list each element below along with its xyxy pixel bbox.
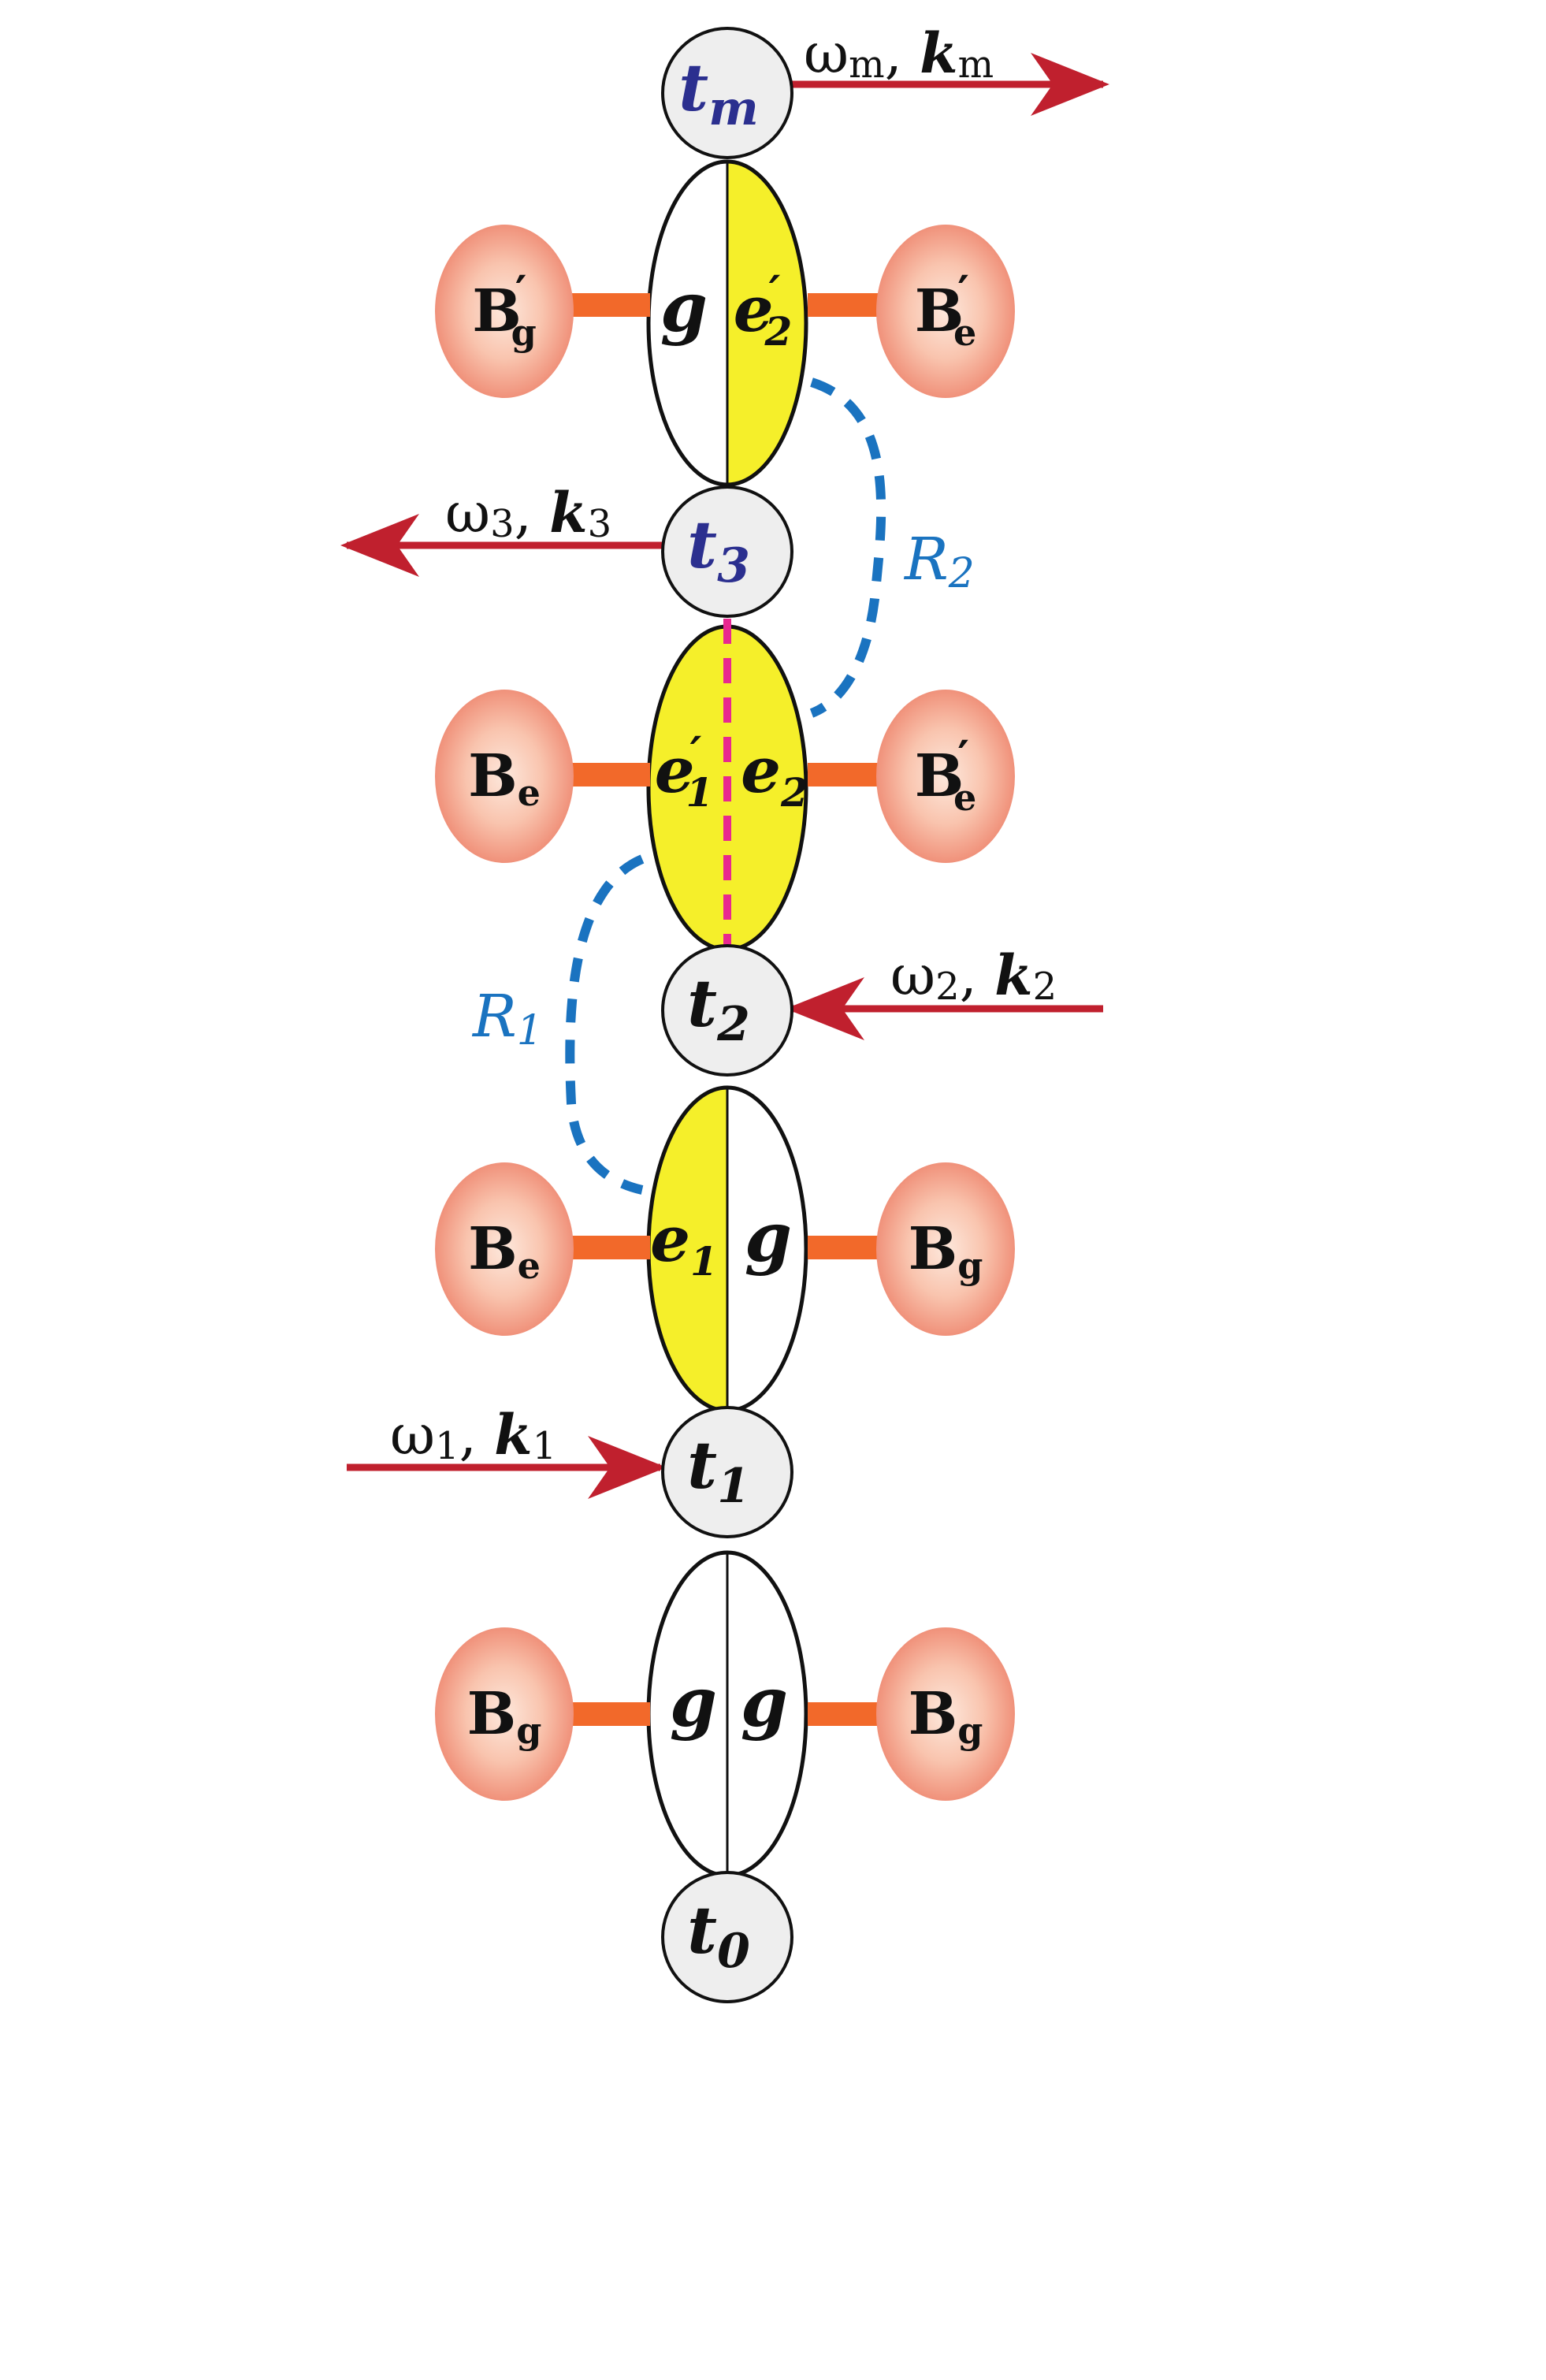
bath-connector-s2-left [567,763,650,787]
bath-label-s2-right: B′e [915,731,977,819]
bath-label-s3-left: B′g [472,266,536,354]
bath-s3-right [876,225,1015,398]
time-node-label-t1: t1 [687,1428,750,1514]
time-node-label-t3: t3 [687,508,750,593]
time-node-label-t2: t2 [687,966,750,1052]
time-node-t3 [661,485,793,618]
relaxation-label-r2: R2 [903,526,975,597]
bath-label-s2-left: Be [468,742,541,814]
time-node-t0 [661,1871,793,2003]
pulse-label-1: ω1, k1 [390,1402,556,1468]
bath-label-s3-right: B′e [915,266,977,354]
pulse-label-3: ω3, k3 [445,480,611,546]
state-label-s0-right: g [741,1663,788,1742]
state-label-s0-left: g [670,1663,717,1742]
bath-connector-s3-left [567,293,650,317]
bath-s2-left [435,690,574,863]
relaxation-path-r1 [565,854,645,1195]
bath-label-s0-left: Bg [467,1680,542,1752]
bath-s0-left [435,1627,574,1801]
state-label-s3-right: e′2 [734,266,792,355]
bath-s0-right [876,1627,1015,1801]
state-ellipse-s3 [646,159,808,487]
time-node-label-tm: tm [678,50,758,136]
state-label-s2-left: e′1 [655,727,713,816]
time-node-tm [661,27,793,159]
bath-label-s1-left: Be [468,1215,541,1287]
state-ellipse-s1 [646,1085,808,1413]
pulse-label-2: ω2, k2 [890,943,1057,1009]
time-node-t2 [661,944,793,1077]
pulse-label-m: ωm, km [804,20,994,87]
bath-label-s1-right: Bg [909,1215,983,1287]
state-label-s3-left: g [660,268,708,348]
relaxation-label-r1: R1 [471,983,543,1054]
time-node-label-t0: t0 [687,1893,750,1979]
bath-s2-right [876,690,1015,863]
bath-label-s0-right: Bg [909,1680,983,1752]
relaxation-path-r2 [809,377,886,718]
bath-s1-right [876,1162,1015,1336]
state-label-s1-right: g [745,1198,792,1277]
bath-s3-left [435,225,574,398]
state-label-s1-left: e1 [650,1202,718,1285]
state-label-s2-right: e2 [741,733,808,816]
bath-s1-left [435,1162,574,1336]
time-node-t1 [661,1406,793,1538]
bath-connector-s0-left [567,1702,650,1726]
bath-connector-s1-left [567,1236,650,1259]
